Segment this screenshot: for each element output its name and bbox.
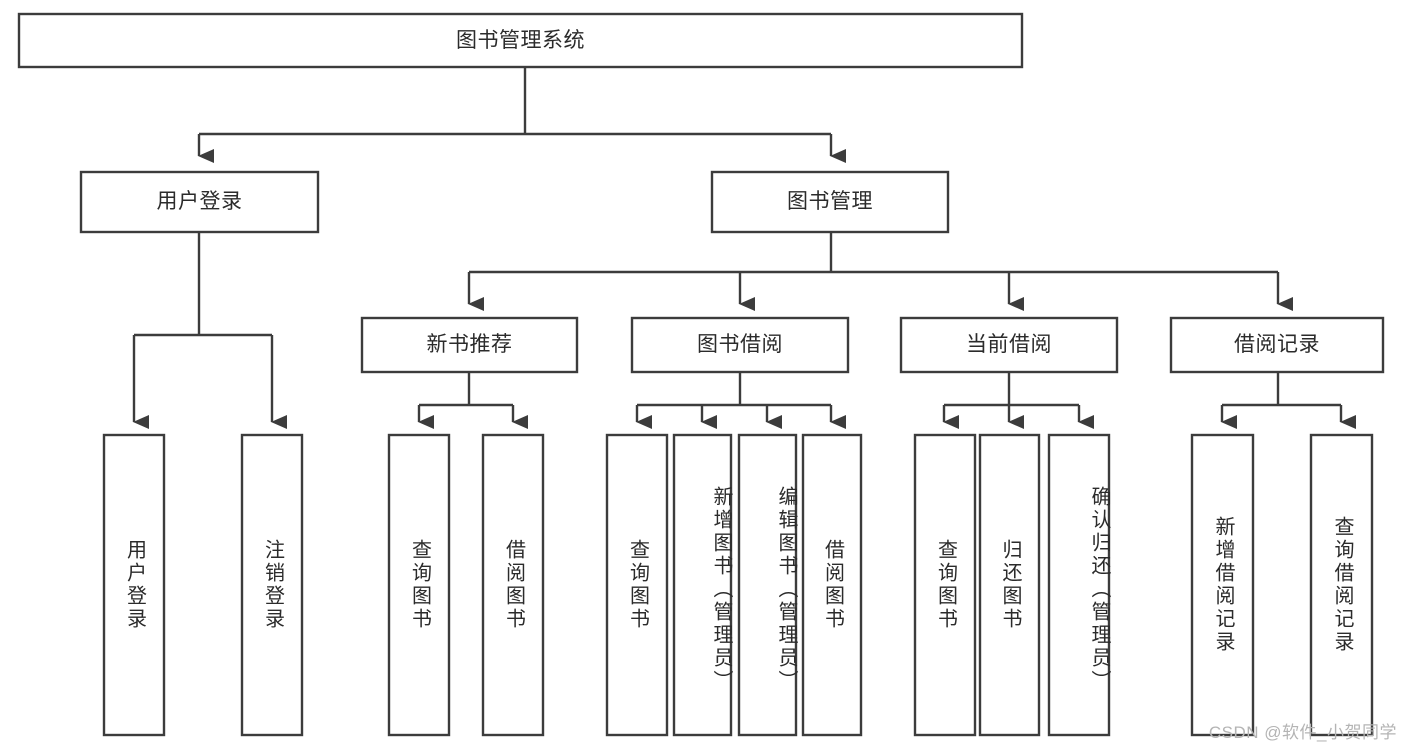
- node-box-book-borrow[interactable]: [630, 316, 850, 374]
- node-box-user-login[interactable]: [79, 170, 320, 234]
- node-box-book-management[interactable]: [710, 170, 950, 234]
- node-box-leaf-return-book[interactable]: [978, 433, 1041, 737]
- node-box-root[interactable]: [17, 12, 1024, 69]
- node-box-leaf-query-book-2[interactable]: [605, 433, 669, 737]
- node-box-leaf-add-book[interactable]: [672, 433, 733, 737]
- node-box-leaf-logout-login[interactable]: [240, 433, 304, 737]
- node-box-borrow-record[interactable]: [1169, 316, 1385, 374]
- node-box-leaf-add-record[interactable]: [1190, 433, 1255, 737]
- node-box-current-borrow[interactable]: [899, 316, 1119, 374]
- node-box-leaf-query-book-3[interactable]: [913, 433, 977, 737]
- node-box-leaf-edit-book[interactable]: [737, 433, 798, 737]
- node-box-leaf-query-book-1[interactable]: [387, 433, 451, 737]
- node-box-leaf-user-login[interactable]: [102, 433, 166, 737]
- node-box-leaf-borrow-book-2[interactable]: [801, 433, 863, 737]
- watermark-label: CSDN @软件_小贺同学: [1208, 723, 1397, 742]
- node-box-leaf-borrow-book-1[interactable]: [481, 433, 545, 737]
- node-box-leaf-query-record[interactable]: [1309, 433, 1374, 737]
- node-box-new-book-recommend[interactable]: [360, 316, 579, 374]
- node-box-leaf-confirm-return[interactable]: [1047, 433, 1111, 737]
